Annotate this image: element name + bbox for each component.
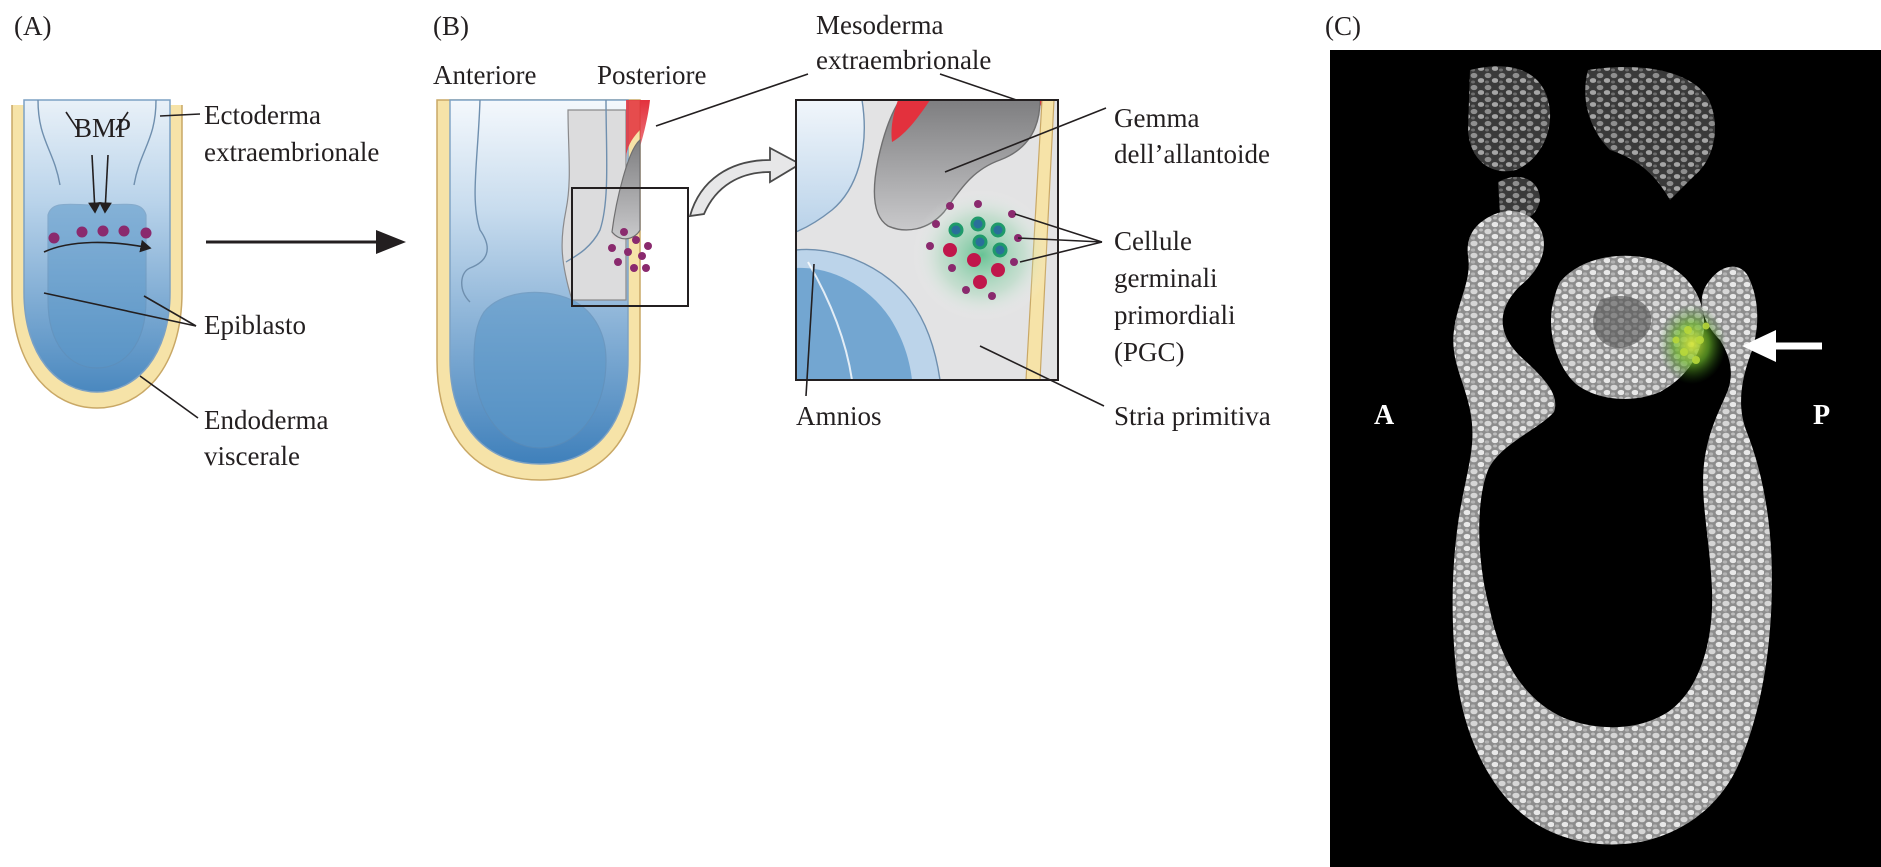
curved-zoom-arrow-icon [690, 148, 800, 216]
allantois-label-line1: Gemma [1114, 103, 1199, 133]
epiblast-label: Epiblasto [204, 310, 306, 340]
posterior-mark: P [1813, 400, 1830, 431]
right-arrow-icon [206, 230, 406, 254]
ectoderm-label-line2: extraembrionale [204, 137, 379, 167]
panel-b: (B) Anteriore Posteriore [433, 10, 1271, 480]
endoderm-label-line2: viscerale [204, 441, 300, 471]
streak-label: Stria primitiva [1114, 401, 1271, 431]
panel-c: (C) A P [1325, 11, 1881, 867]
amnion-label: Amnios [796, 401, 882, 431]
panel-a-letter: (A) [14, 11, 51, 41]
pgc-label-line2: germinali [1114, 263, 1217, 293]
bmp-label: BMP [74, 113, 131, 143]
ectoderm-label-line1: Ectoderma [204, 100, 321, 130]
pgc-label-line3: primordiali [1114, 300, 1235, 330]
panel-b-letter: (B) [433, 11, 469, 41]
posterior-label: Posteriore [597, 60, 706, 90]
allantois-label-line2: dell’allantoide [1114, 139, 1270, 169]
mesoderm-label-line1: Mesoderma [816, 10, 943, 40]
pgc-label-line1: Cellule [1114, 226, 1192, 256]
mesoderm-label-line2: extraembrionale [816, 45, 991, 75]
pgc-label-line4: (PGC) [1114, 337, 1185, 367]
embryo-b-illustration [437, 100, 688, 480]
embryo-a-illustration [12, 100, 182, 408]
endoderm-label-line1: Endoderma [204, 405, 328, 435]
pgc-fluorescence [1658, 304, 1726, 384]
anterior-label: Anteriore [433, 60, 536, 90]
anterior-mark: A [1374, 400, 1395, 431]
panel-c-letter: (C) [1325, 11, 1361, 41]
